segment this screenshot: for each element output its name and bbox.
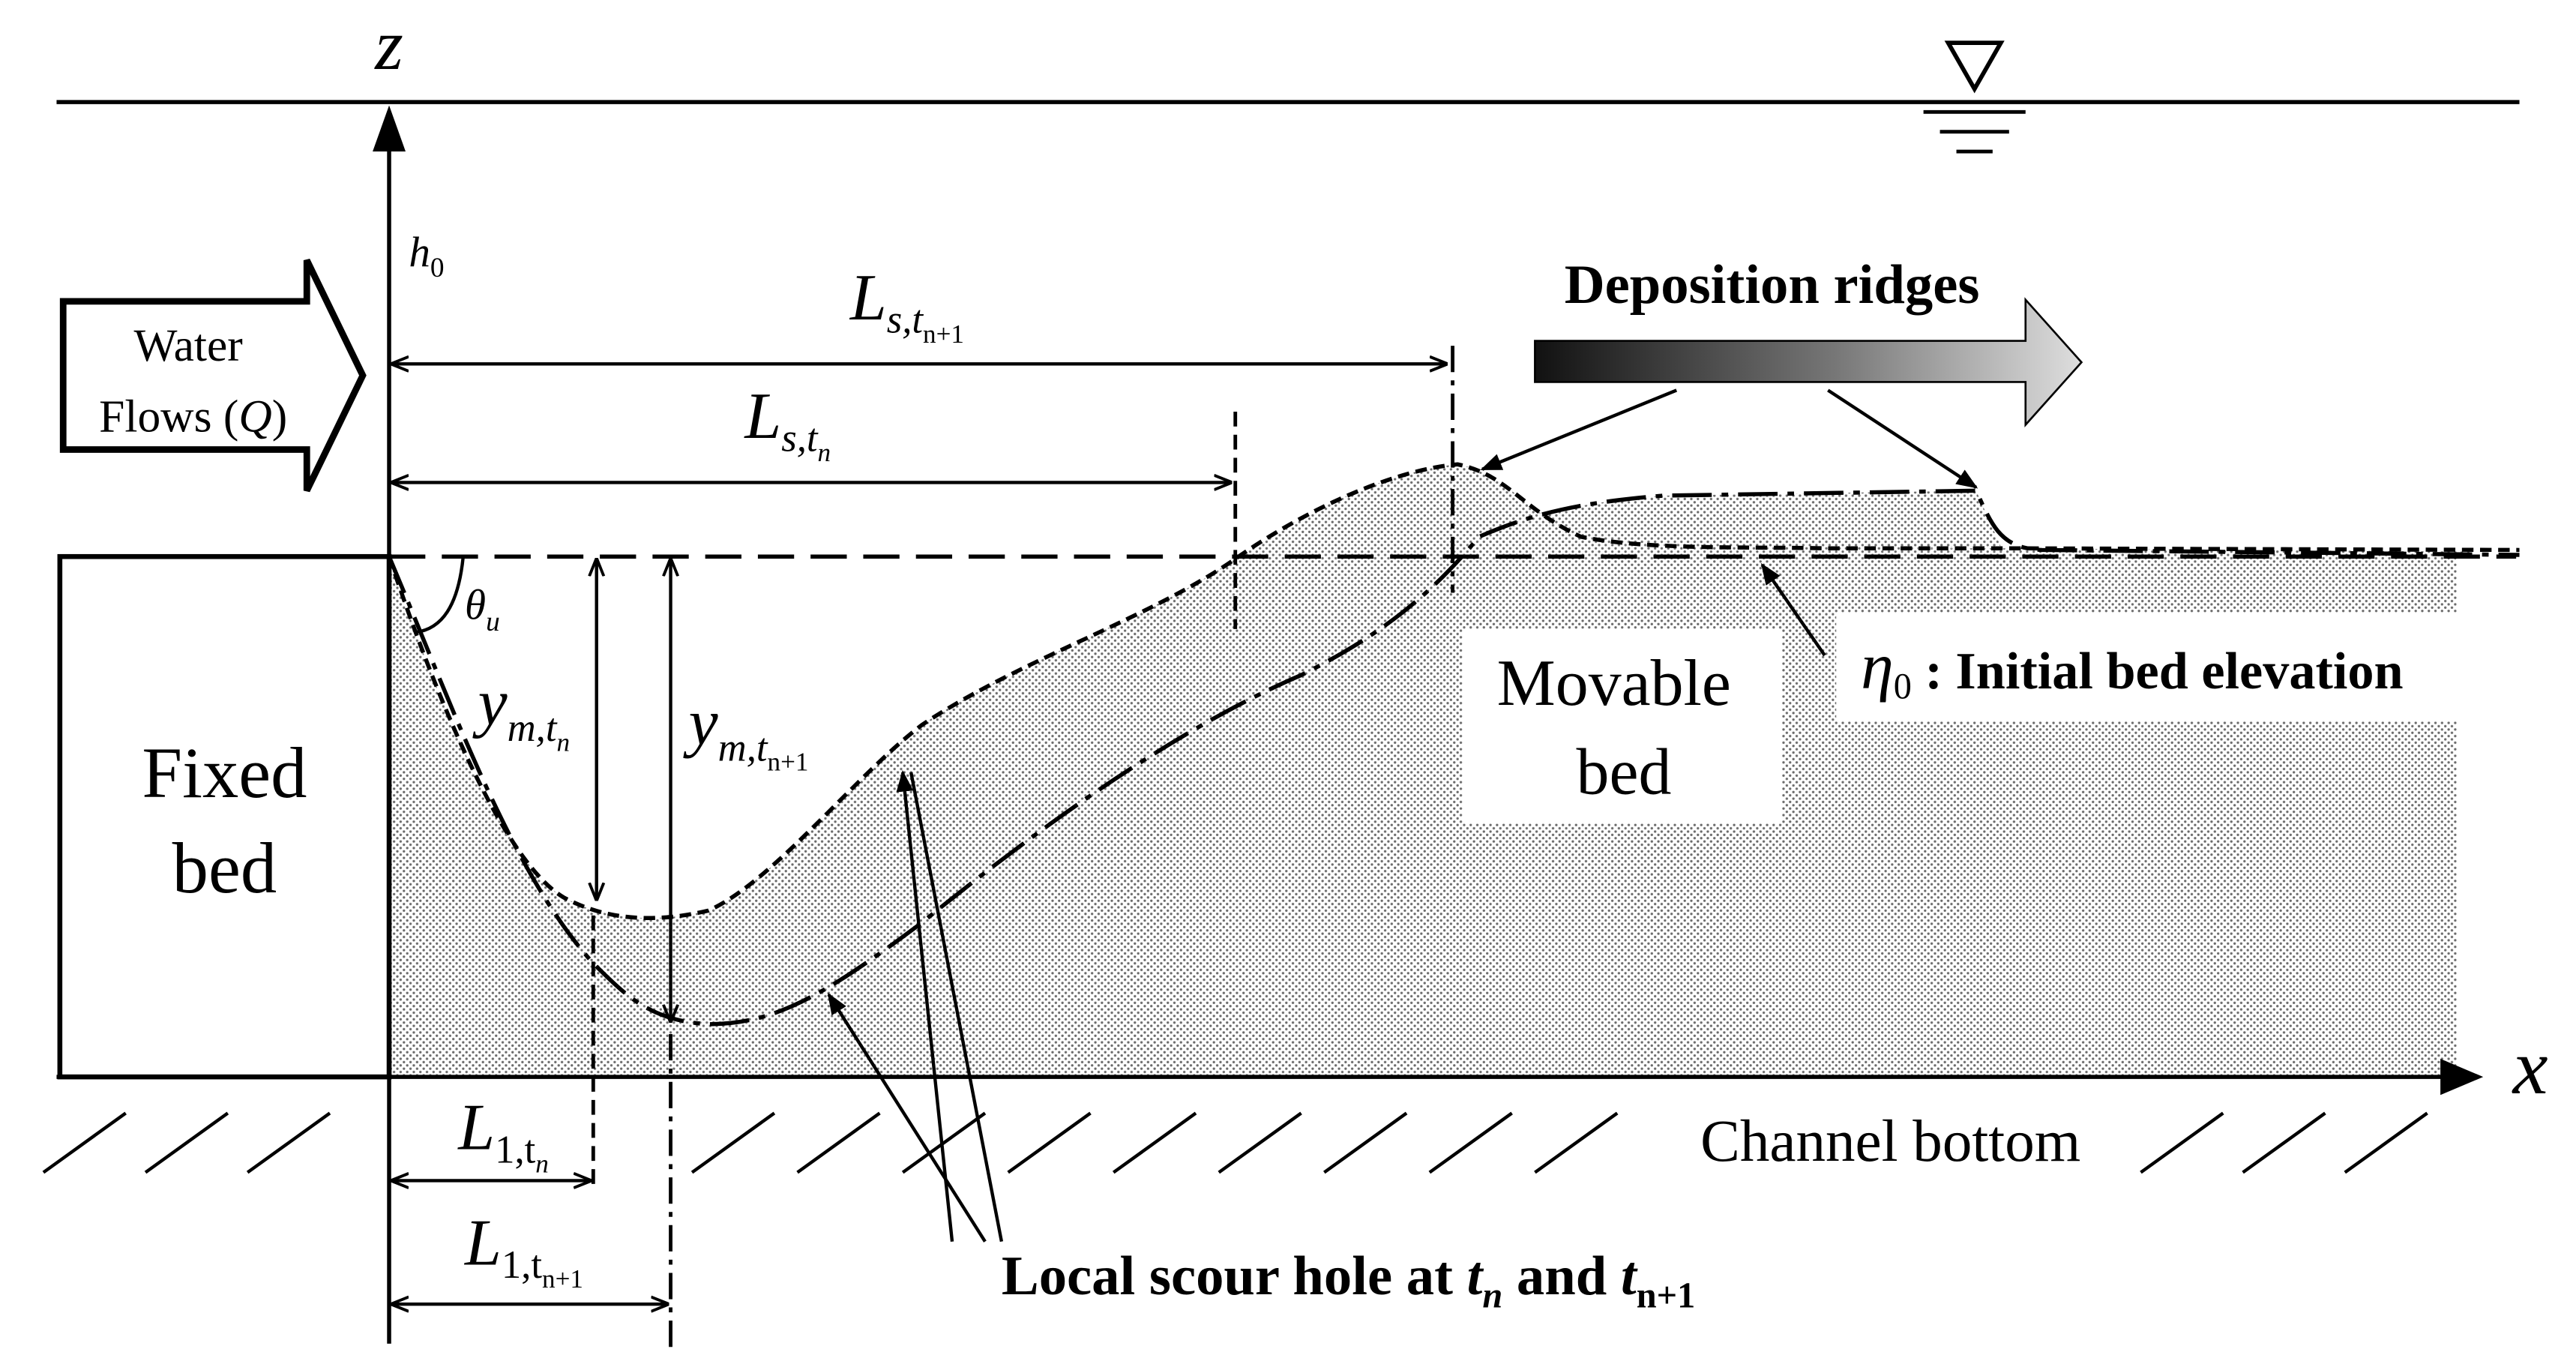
initial-bed-leader (1760, 562, 1826, 657)
z-axis-arrowhead (373, 105, 406, 152)
angle-theta-label: θu (465, 582, 500, 637)
Ls-tn-label: Ls,tn (743, 379, 831, 467)
movable-bed-label-line2: bed (1577, 735, 1672, 808)
x-axis-arrowhead (2440, 1058, 2484, 1096)
deposition-leader-right (1827, 388, 1978, 489)
scour-profile-tn (387, 462, 2520, 921)
scour-leader-1 (827, 992, 987, 1243)
h0-label: h0 (409, 229, 444, 283)
ym-tn1-label: ym,tn+1 (683, 686, 809, 777)
channel-bottom-label: Channel bottom (1700, 1109, 2080, 1174)
scour-leader-2 (896, 770, 954, 1242)
water-level-symbol (1923, 40, 2026, 154)
sediment-fill (389, 464, 2479, 1078)
fixed-bed-block (57, 553, 392, 1080)
scour-profile-tn1 (387, 488, 2520, 1027)
z-axis-label: z (373, 4, 403, 85)
L1-tn-label: L1,tn (457, 1091, 549, 1179)
scour-hole-label: Local scour hole at tn and tn+1 (1002, 1245, 1695, 1316)
initial-bed-label: η0 : Initial bed elevation (1861, 630, 2403, 706)
angle-theta-arc (415, 556, 466, 634)
ym-tn-label: ym,tn (472, 666, 570, 757)
water-flow-arrow (59, 259, 367, 493)
scour-leader-3 (909, 772, 1004, 1243)
fixed-bed-label-line2: bed (172, 828, 277, 908)
movable-bed-label-line1: Movable (1497, 646, 1731, 719)
water-flow-label-line1: Water (134, 320, 243, 371)
deposition-ridges-title: Deposition ridges (1565, 253, 1980, 316)
Ls-tn1-label: Ls,tn+1 (849, 261, 964, 349)
fixed-bed-label-line1: Fixed (142, 733, 307, 813)
deposition-leader-left (1480, 388, 1678, 471)
water-flow-label-line2: Flows (Q) (99, 391, 287, 442)
channel-bottom-hatching (42, 1111, 2428, 1174)
L1-tn1-label: L1,tn+1 (463, 1206, 583, 1294)
deposition-direction-arrow (1534, 297, 2083, 427)
x-axis-label: x (2512, 1023, 2548, 1111)
